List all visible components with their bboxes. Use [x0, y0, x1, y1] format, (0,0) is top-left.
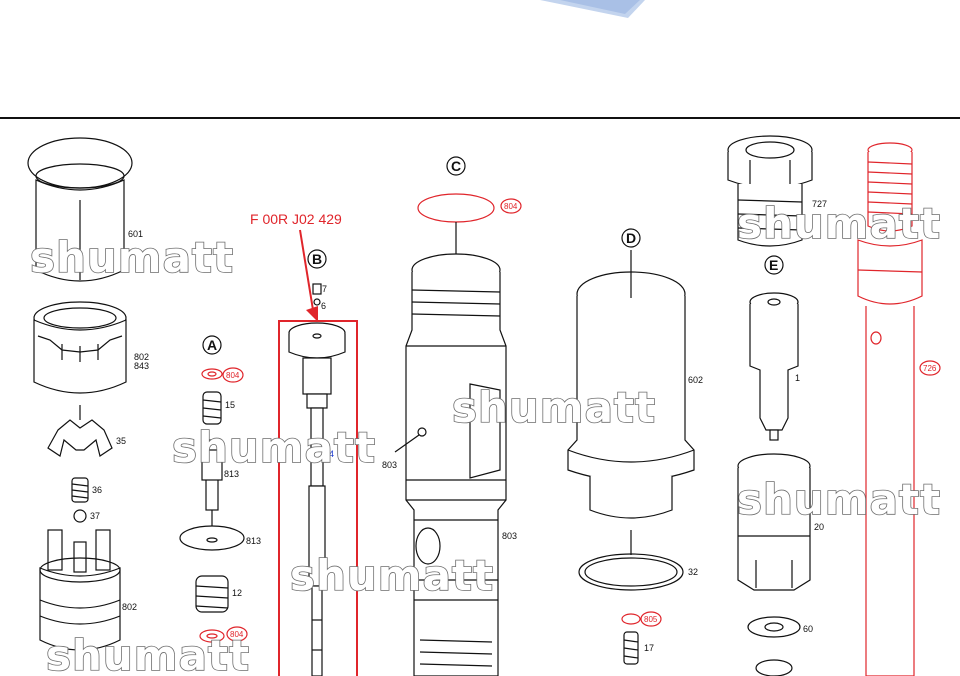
- part-37-ball: [73, 509, 87, 523]
- part-805-washer: [621, 613, 641, 625]
- part-7-pin: [312, 283, 322, 295]
- label-802-lower: 802: [122, 602, 137, 612]
- callout-d: D: [626, 230, 636, 246]
- callout-e: E: [769, 257, 778, 273]
- pointer-arrowhead: [306, 306, 318, 322]
- part-20-nut: [737, 453, 811, 591]
- part-15-spring: [202, 391, 222, 425]
- part-726-rod: [857, 142, 923, 676]
- label-60: 60: [803, 624, 813, 634]
- part-602-sleeve: [567, 250, 695, 519]
- label-601: 601: [128, 229, 143, 239]
- label-802: 802: [134, 352, 149, 362]
- watermark-7: shumatt: [46, 631, 250, 676]
- label-32: 32: [688, 567, 698, 577]
- part-4-valve: [288, 322, 346, 676]
- watermark-6: shumatt: [290, 551, 494, 600]
- label-727: 727: [812, 199, 827, 209]
- part-number-label: F 00R J02 429: [250, 211, 342, 227]
- part-804-washer-lower: [199, 629, 225, 643]
- part-803-body: [405, 253, 507, 676]
- label-726-circle: [919, 360, 941, 376]
- label-805-circle: [640, 611, 662, 627]
- label-803-body: 803: [502, 531, 517, 541]
- label-804: 804: [226, 371, 240, 380]
- label-804-ring-circle: [500, 198, 522, 214]
- label-15: 15: [225, 400, 235, 410]
- part-813-disc: [179, 525, 245, 551]
- label-4: 4: [329, 449, 334, 459]
- callout-a-circle: [202, 335, 222, 355]
- label-843: 843: [134, 361, 149, 371]
- part-802-nut: [33, 301, 127, 394]
- label-17: 17: [644, 643, 654, 653]
- callout-d-circle: [621, 228, 641, 248]
- part-6-ball: [313, 298, 321, 306]
- part-727-nut: [727, 135, 813, 247]
- banner-decoration: [540, 0, 645, 18]
- part-32-ring: [578, 553, 684, 591]
- label-805: 805: [644, 615, 658, 624]
- label-813-disc: 813: [246, 536, 261, 546]
- watermark-5: shumatt: [737, 475, 941, 524]
- label-1: 1: [795, 373, 800, 383]
- label-12: 12: [232, 588, 242, 598]
- callout-e-circle: [764, 255, 784, 275]
- callout-b: B: [312, 251, 322, 267]
- part-813-armature: [201, 439, 223, 528]
- label-813: 813: [224, 469, 239, 479]
- pointer-arrow: [299, 229, 315, 317]
- part-36-spring: [71, 477, 89, 503]
- part-601-cap: [27, 137, 133, 282]
- top-banner: [0, 0, 960, 117]
- part-802-solenoid: [39, 529, 121, 651]
- callout-a: A: [207, 337, 217, 353]
- divider-line: [0, 117, 960, 119]
- part-35-clip: [47, 405, 113, 457]
- label-803: 803: [382, 460, 397, 470]
- part-1-nozzle: [749, 292, 799, 441]
- part-12-spring: [195, 575, 229, 613]
- part-804-o-ring: [417, 193, 495, 223]
- label-37: 37: [90, 511, 100, 521]
- label-36: 36: [92, 485, 102, 495]
- label-20: 20: [814, 522, 824, 532]
- label-804-lower-circle: [226, 626, 248, 642]
- part-17-spring: [623, 631, 639, 665]
- part-804-washer: [201, 368, 223, 380]
- label-726: 726: [923, 364, 937, 373]
- label-804-circle: [222, 367, 244, 383]
- label-804-lower: 804: [230, 630, 244, 639]
- part-803-ball: [417, 427, 427, 437]
- watermark-4: shumatt: [737, 199, 941, 248]
- watermark-3: shumatt: [452, 383, 656, 432]
- watermark-1: shumatt: [30, 233, 234, 282]
- label-602: 602: [688, 375, 703, 385]
- callout-c-circle: [446, 156, 466, 176]
- callout-b-circle: [307, 249, 327, 269]
- label-35: 35: [116, 436, 126, 446]
- label-7: 7: [322, 284, 327, 294]
- label-6: 6: [321, 301, 326, 311]
- highlight-box: [278, 320, 358, 676]
- part-lower-fitting: [755, 659, 793, 676]
- part-60-washer: [747, 616, 801, 638]
- label-804-ring: 804: [504, 202, 518, 211]
- watermark-2: shumatt: [172, 423, 376, 472]
- callout-c: C: [451, 158, 461, 174]
